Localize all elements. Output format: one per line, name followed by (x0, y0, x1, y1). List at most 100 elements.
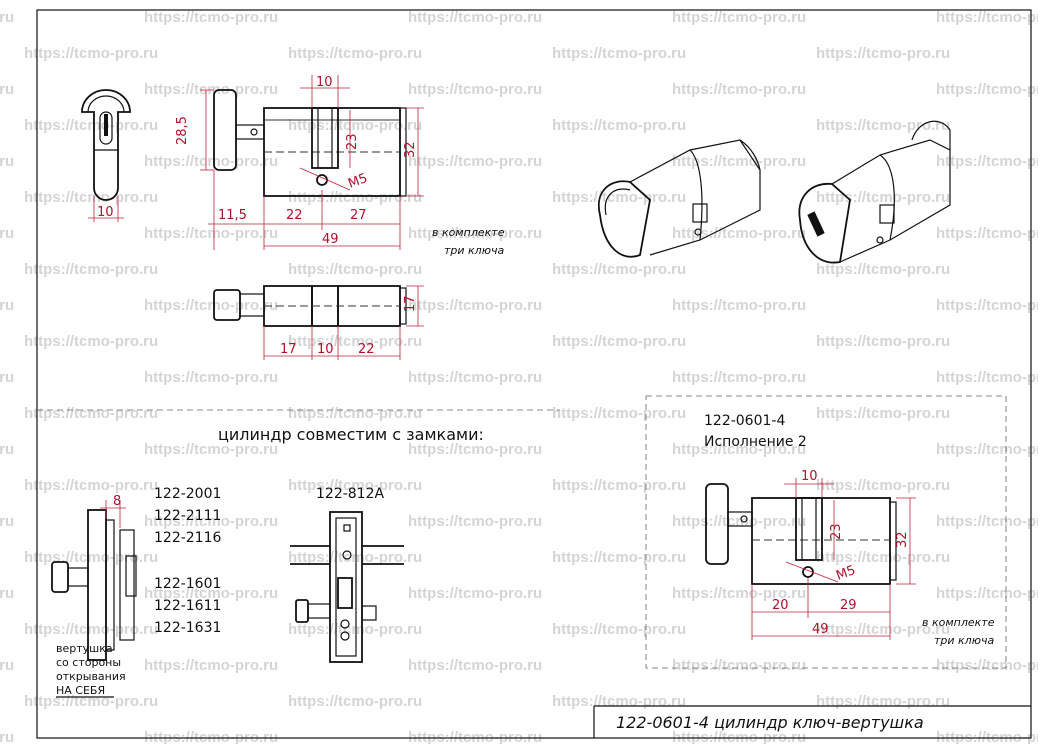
watermark-text: https://tcmo-pro.ru (552, 261, 686, 278)
watermark-text: https://tcmo-pro.ru (288, 477, 422, 494)
watermark-text: https://tcmo-pro.ru (288, 189, 422, 206)
watermark-text: https://tcmo-pro.ru (936, 513, 1038, 530)
lock-group1-drawing: 8 (51, 494, 137, 661)
watermark-text: https://tcmo-pro.ru (0, 297, 14, 314)
lock-group1-dim: 8 (113, 494, 121, 509)
watermark-text: https://tcmo-pro.ru (408, 153, 542, 170)
watermark-text: https://tcmo-pro.ru (672, 441, 806, 458)
watermark-text: https://tcmo-pro.ru (288, 261, 422, 278)
watermark-text: https://tcmo-pro.ru (408, 9, 542, 26)
watermark-text: https://tcmo-pro.ru (288, 117, 422, 134)
watermark-text: https://tcmo-pro.ru (0, 153, 14, 170)
watermark-text: https://tcmo-pro.ru (936, 297, 1038, 314)
watermark-text: https://tcmo-pro.ru (144, 585, 278, 602)
main-dim-22: 22 (286, 208, 303, 223)
watermark-text: https://tcmo-pro.ru (408, 225, 542, 242)
main-dim-115: 11,5 (218, 208, 247, 223)
variant-dim-m5: M5 (834, 563, 857, 584)
watermark-text: https://tcmo-pro.ru (0, 225, 14, 242)
watermark-text: https://tcmo-pro.ru (816, 693, 950, 710)
title-block-text: 122-0601-4 цилиндр ключ-вертушка (616, 713, 924, 732)
main-note-line2: три ключа (444, 244, 504, 257)
watermark-text: https://tcmo-pro.ru (0, 513, 14, 530)
turn-note-4: НА СЕБЯ (56, 684, 105, 697)
watermark-text: https://tcmo-pro.ru (24, 333, 158, 350)
watermark-text: https://tcmo-pro.ru (288, 693, 422, 710)
watermark-text: https://tcmo-pro.ru (24, 549, 158, 566)
watermark-text: https://tcmo-pro.ru (816, 45, 950, 62)
watermark-text: https://tcmo-pro.ru (936, 81, 1038, 98)
turn-note-3: открывания (56, 670, 126, 683)
variant-dim-23: 23 (829, 523, 844, 540)
watermark-text: https://tcmo-pro.ru (144, 9, 278, 26)
variant-name: Исполнение 2 (704, 434, 807, 450)
watermark-text: https://tcmo-pro.ru (0, 585, 14, 602)
watermark-text: https://tcmo-pro.ru (24, 45, 158, 62)
watermark-text: https://tcmo-pro.ru (144, 81, 278, 98)
watermark-text: https://tcmo-pro.ru (288, 45, 422, 62)
watermark-text: https://tcmo-pro.ru (936, 153, 1038, 170)
watermark-text: https://tcmo-pro.ru (552, 189, 686, 206)
watermark-text: https://tcmo-pro.ru (144, 225, 278, 242)
variant-dim-10: 10 (801, 469, 818, 484)
main-view: 10 28,5 23 32 M5 11,5 22 27 49 в комплек… (175, 75, 505, 257)
watermark-text: https://tcmo-pro.ru (144, 441, 278, 458)
watermark-text: https://tcmo-pro.ru (672, 513, 806, 530)
watermark-text: https://tcmo-pro.ru (936, 441, 1038, 458)
watermark-text: https://tcmo-pro.ru (936, 369, 1038, 386)
watermark-text: https://tcmo-pro.ru (552, 45, 686, 62)
top-dim-17: 17 (403, 295, 418, 312)
variant-box (645, 395, 1007, 669)
iso-view-thumbturn (798, 120, 951, 264)
lock-code-1: 122-2001 (154, 486, 221, 502)
watermark-text: https://tcmo-pro.ru (936, 585, 1038, 602)
watermark-text: https://tcmo-pro.ru (0, 441, 14, 458)
lock-code-2: 122-2111 (154, 508, 221, 524)
main-dim-height: 28,5 (175, 116, 190, 145)
watermark-text: https://tcmo-pro.ru (144, 657, 278, 674)
variant-dim-29: 29 (840, 598, 857, 613)
front-dim-width: 10 (97, 205, 114, 220)
watermark-text: https://tcmo-pro.ru (24, 405, 158, 422)
watermark-text: https://tcmo-pro.ru (288, 621, 422, 638)
lock-code-812a: 122-812А (316, 486, 384, 502)
watermark-text: https://tcmo-pro.ru (816, 621, 950, 638)
watermark-text: https://tcmo-pro.ru (408, 657, 542, 674)
watermark-text: https://tcmo-pro.ru (408, 297, 542, 314)
watermark-text: https://tcmo-pro.ru (0, 9, 14, 26)
watermark-text: https://tcmo-pro.ru (552, 405, 686, 422)
watermark-text: https://tcmo-pro.ru (552, 621, 686, 638)
main-dim-cam: 10 (316, 75, 333, 90)
watermark-text: https://tcmo-pro.ru (24, 189, 158, 206)
watermark-text: https://tcmo-pro.ru (408, 585, 542, 602)
lock-code-6: 122-1631 (154, 620, 221, 636)
watermark-text: https://tcmo-pro.ru (288, 405, 422, 422)
watermark-text: https://tcmo-pro.ru (0, 729, 14, 744)
watermark-text: https://tcmo-pro.ru (672, 585, 806, 602)
top-dim-10: 10 (317, 342, 334, 357)
watermark-layer: https://tcmo-pro.ru https://tcmo-pro.ru ht… (0, 9, 1038, 744)
watermark-text: https://tcmo-pro.ru (672, 369, 806, 386)
watermark-text: https://tcmo-pro.ru (144, 513, 278, 530)
watermark-text: https://tcmo-pro.ru (816, 261, 950, 278)
watermark-text: https://tcmo-pro.ru (408, 369, 542, 386)
main-dim-23: 23 (345, 133, 360, 150)
variant-dim-20: 20 (772, 598, 789, 613)
lock-code-4: 122-1601 (154, 576, 221, 592)
variant-note-line1: в комплекте (922, 616, 995, 629)
lock-group2-drawing (290, 511, 404, 663)
turn-note: вертушка со стороны открывания НА СЕБЯ (56, 642, 126, 698)
watermark-text: https://tcmo-pro.ru (936, 657, 1038, 674)
watermark-text: https://tcmo-pro.ru (672, 153, 806, 170)
watermark-text: https://tcmo-pro.ru (408, 81, 542, 98)
watermark-text: https://tcmo-pro.ru (0, 81, 14, 98)
main-dim-32: 32 (403, 141, 418, 158)
watermark-text: https://tcmo-pro.ru (24, 261, 158, 278)
main-dim-27: 27 (350, 208, 367, 223)
watermark-text: https://tcmo-pro.ru (816, 333, 950, 350)
compat-title: цилиндр совместим с замками: (218, 425, 484, 444)
watermark-text: https://tcmo-pro.ru (672, 657, 806, 674)
lock-code-5: 122-1611 (154, 598, 221, 614)
watermark-text: https://tcmo-pro.ru (0, 657, 14, 674)
